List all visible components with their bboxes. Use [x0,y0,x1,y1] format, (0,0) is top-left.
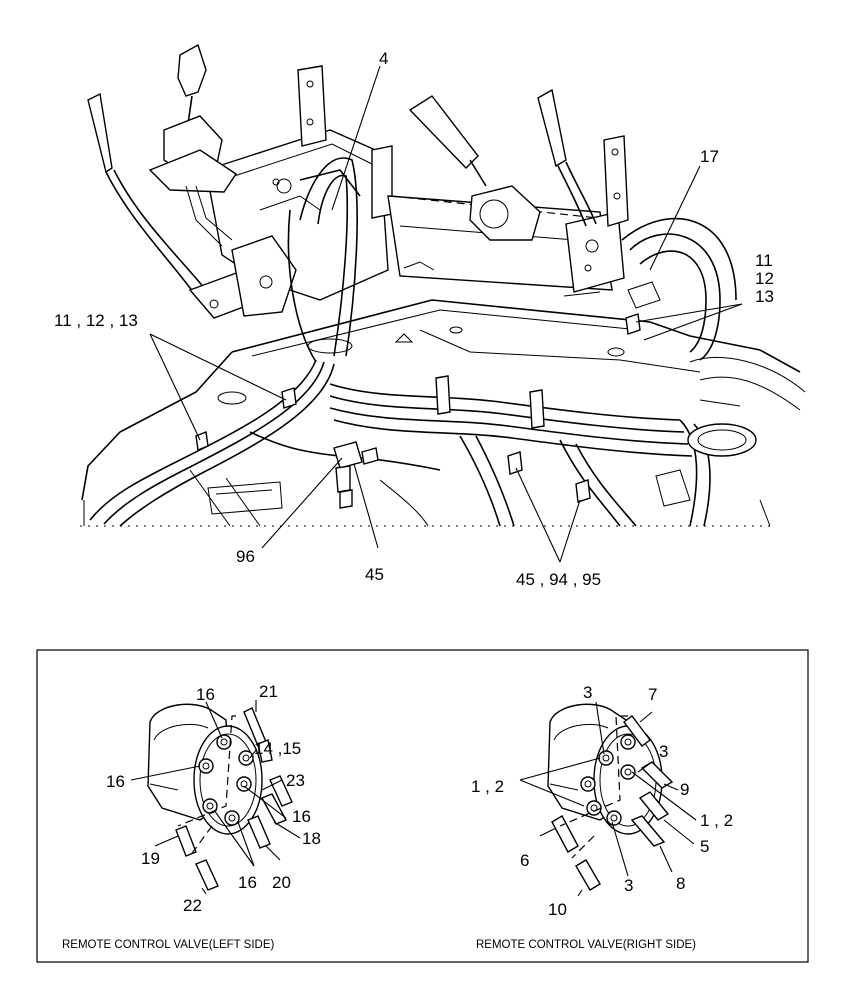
detail-panel-frame [36,649,809,963]
right-lever [537,88,597,227]
callout-right-8: 8 [676,874,685,893]
main-assembly-view: 4 17 11 12 13 11 , 12 , 13 96 45 45 , 94… [54,43,806,589]
callout-96: 96 [236,547,255,566]
right-joystick [408,95,541,241]
leader-lines [149,65,743,563]
callout-45-94-95: 45 , 94 , 95 [516,570,601,589]
left-valve-detail: 16 21 14 ,15 16 23 16 18 19 16 20 22 REM… [62,682,321,951]
callout-right-6: 6 [520,851,529,870]
callout-left-23: 23 [286,771,305,790]
callout-11: 11 [755,251,773,270]
callout-right-7: 7 [648,685,657,704]
detail-panel: 16 21 14 ,15 16 23 16 18 19 16 20 22 REM… [36,649,809,963]
left-lever [87,92,297,319]
callout-left-14-15: 14 ,15 [254,739,301,758]
hose-clamps [195,313,641,503]
callout-left-20: 20 [272,873,291,892]
floor-plate [81,299,806,501]
left-valve-fittings [175,707,293,891]
right-valve-fittings [551,715,674,891]
left-valve-caption: REMOTE CONTROL VALVE(LEFT SIDE) [62,939,275,951]
callout-11-12-13: 11 , 12 , 13 [54,311,138,330]
callout-left-22: 22 [183,896,202,915]
callout-left-16b: 16 [106,772,125,791]
callout-left-16d: 16 [238,873,257,892]
callout-13: 13 [755,287,774,306]
left-console [205,65,393,301]
right-valve-ports [580,734,636,826]
callout-right-10: 10 [548,900,567,919]
callout-left-18: 18 [302,829,321,848]
left-valve-leaders [130,700,301,895]
left-valve-ports [198,734,254,826]
right-valve-detail: 3 7 3 9 1 , 2 1 , 2 5 6 3 8 10 REMOTE CO… [471,683,733,951]
round-port-cover [687,399,757,457]
tee-fitting [333,441,379,509]
callout-right-3b: 3 [659,742,668,761]
hose-bundle-17 [621,217,737,361]
hose-harness [89,359,711,527]
hose-bundle-4 [287,157,358,363]
callout-left-16a: 16 [196,685,215,704]
callout-12: 12 [755,269,774,288]
callout-left-16c: 16 [292,807,311,826]
lower-frame [80,469,771,527]
left-joystick [148,43,237,247]
callout-right-1-2b: 1 , 2 [700,811,733,830]
callout-left-19: 19 [141,849,160,868]
callout-right-1-2a: 1 , 2 [471,777,504,796]
callout-left-21: 21 [259,682,278,701]
callout-45: 45 [365,565,384,584]
right-valve-caption: REMOTE CONTROL VALVE(RIGHT SIDE) [476,939,696,951]
callout-right-5: 5 [700,837,709,856]
callout-4: 4 [379,49,388,68]
callout-right-9: 9 [680,780,689,799]
callout-17: 17 [700,147,719,166]
right-valve-leaders [519,701,697,897]
callout-right-3c: 3 [624,876,633,895]
callout-right-3a: 3 [583,683,592,702]
